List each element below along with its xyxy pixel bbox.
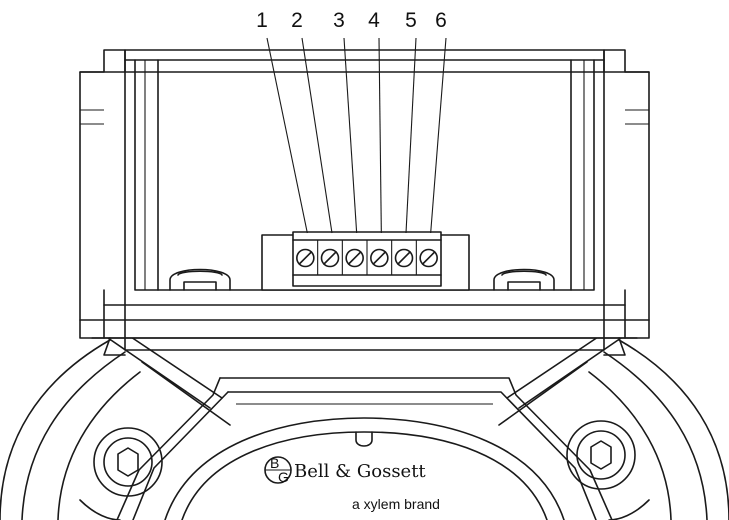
- screw-slot: [397, 251, 411, 265]
- logo-letter-g: G: [278, 469, 289, 485]
- terminal-screw-1: [296, 248, 315, 268]
- terminal-label-1: 1: [256, 9, 268, 32]
- terminal-screw-2: [320, 248, 340, 268]
- leader-line-1: [266, 37, 308, 234]
- pump-housing: [0, 334, 729, 520]
- leader-line-3: [343, 37, 358, 234]
- right-bolt: [566, 420, 650, 520]
- left-mount-screw: [169, 268, 231, 291]
- terminal-label-6: 6: [435, 9, 447, 32]
- leader-line-4: [378, 37, 382, 234]
- terminal-leaders: [266, 37, 447, 234]
- terminal-screw-5: [394, 248, 414, 268]
- leader-line-2: [301, 37, 333, 234]
- right-mount-screw: [493, 268, 555, 291]
- screw-slot: [372, 251, 387, 265]
- logo-letter-b: B: [270, 455, 279, 471]
- brand-name: Bell & Gossett: [294, 461, 426, 482]
- screw-slot: [347, 251, 362, 265]
- brand-logo: B G Bell & Gossett a xylem brand: [264, 455, 440, 512]
- terminal-label-5: 5: [405, 9, 417, 32]
- terminal-label-4: 4: [368, 9, 380, 32]
- terminal-screw-3: [345, 248, 364, 268]
- enclosure: [79, 49, 650, 356]
- leader-line-5: [405, 37, 417, 234]
- screw-slot: [421, 251, 436, 265]
- terminal-label-3: 3: [333, 9, 345, 32]
- screw-slot: [298, 251, 313, 265]
- terminal-block: [261, 231, 470, 291]
- brand-tagline: a xylem brand: [352, 496, 440, 512]
- screw-slot: [323, 251, 337, 265]
- terminal-label-2: 2: [291, 9, 303, 32]
- terminal-screw-4: [370, 248, 389, 268]
- leader-line-6: [430, 37, 447, 234]
- terminal-screw-6: [419, 248, 438, 268]
- left-bolt: [79, 427, 163, 520]
